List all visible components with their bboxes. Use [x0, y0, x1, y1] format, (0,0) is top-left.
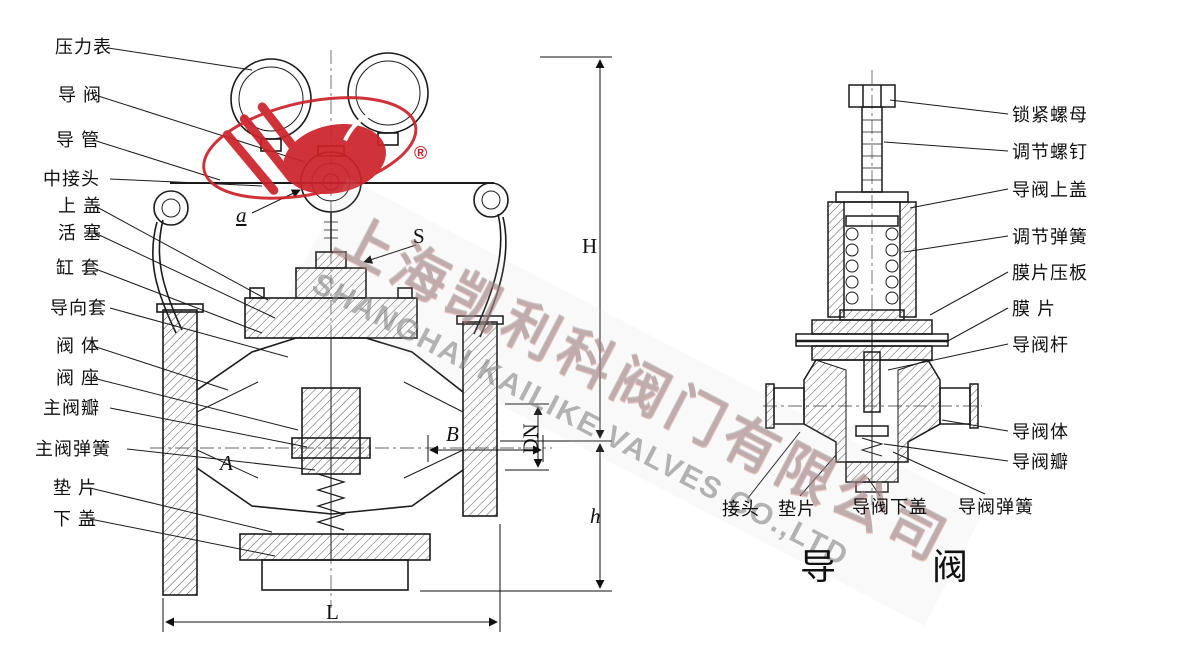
- label-pilot-valve: 导 阀: [58, 85, 103, 105]
- pilot-valve-drawing: [765, 84, 979, 493]
- brand-logo: [202, 96, 418, 200]
- dim-S: S: [413, 224, 425, 248]
- label-valve-body: 阀 体: [56, 336, 101, 356]
- label-pilot-lower-cover: 导阀下盖: [852, 497, 928, 517]
- label-pilot-gasket: 垫片: [778, 499, 816, 519]
- label-pilot-upper-cover: 导阀上盖: [1012, 180, 1088, 200]
- label-pressure-gauge: 压力表: [55, 37, 112, 57]
- dim-A: A: [220, 451, 233, 475]
- label-middle-joint: 中接头: [43, 169, 100, 189]
- label-lock-nut: 锁紧螺母: [1012, 105, 1088, 125]
- label-adjusting-screw: 调节螺钉: [1012, 142, 1088, 162]
- label-upper-cover: 上 盖: [58, 196, 103, 216]
- dim-B: B: [446, 422, 459, 446]
- label-joint: 接头: [722, 499, 760, 519]
- main-valve-drawing: [151, 52, 509, 596]
- label-gasket: 垫 片: [53, 478, 98, 498]
- label-lower-cover: 下 盖: [53, 509, 98, 529]
- label-cylinder-sleeve: 缸 套: [56, 258, 101, 278]
- pilot-valve-caption: 导 阀: [800, 546, 977, 587]
- dim-DN: DN: [518, 423, 543, 454]
- registered-trademark-icon: ®: [414, 143, 428, 163]
- label-pilot-body: 导阀体: [1012, 422, 1069, 442]
- label-guide-sleeve: 导向套: [50, 298, 107, 318]
- label-main-spring: 主阀弹簧: [35, 439, 111, 459]
- label-valve-seat: 阀 座: [56, 368, 101, 388]
- label-guide-tube: 导 管: [56, 130, 101, 150]
- label-pilot-disc: 导阀瓣: [1012, 452, 1069, 472]
- label-diaphragm: 膜 片: [1012, 299, 1057, 319]
- dim-h: h: [590, 504, 601, 528]
- label-piston: 活 塞: [58, 223, 103, 243]
- label-diaphragm-plate: 膜片压板: [1012, 263, 1088, 283]
- label-adjusting-spring: 调节弹簧: [1012, 227, 1088, 247]
- dim-a: a: [236, 203, 247, 227]
- dimension-lines: [162, 56, 612, 632]
- label-main-disc: 主阀瓣: [43, 398, 100, 418]
- dim-L: L: [326, 600, 339, 624]
- label-pilot-stem: 导阀杆: [1012, 335, 1069, 355]
- label-pilot-spring: 导阀弹簧: [958, 497, 1034, 517]
- dim-H: H: [582, 234, 598, 258]
